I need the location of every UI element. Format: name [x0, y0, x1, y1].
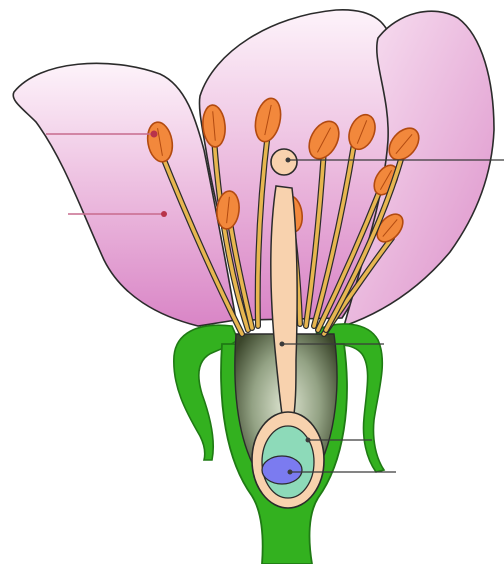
pointer-filament-dot	[161, 211, 167, 217]
petals	[13, 10, 494, 326]
pointer-egg-cell-dot	[288, 470, 293, 475]
pointer-style-dot	[280, 342, 285, 347]
egg-cell	[262, 456, 302, 484]
pointer-ovule-dot	[306, 438, 311, 443]
stigma	[271, 149, 297, 175]
pointer-stigma-dot	[286, 158, 291, 163]
pointer-anther-dot	[151, 131, 158, 138]
